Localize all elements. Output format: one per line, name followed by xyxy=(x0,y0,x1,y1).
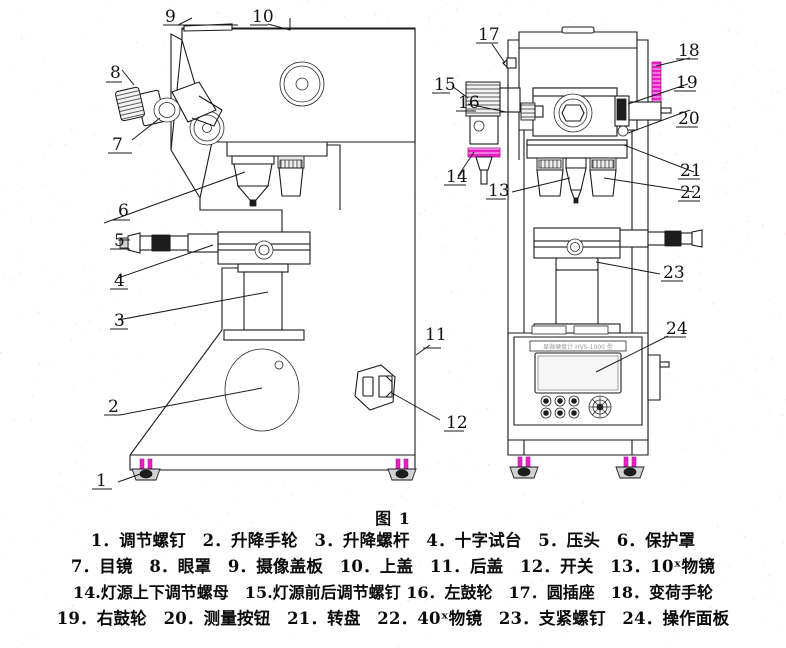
leveling-foot-right-1 xyxy=(509,456,539,479)
elevating-screw-left xyxy=(223,263,305,341)
objective-turret-right xyxy=(526,139,628,204)
svg-text:13: 13 xyxy=(488,181,510,201)
callout-underlines-right xyxy=(432,42,700,338)
figure-illustration: .ln{fill:none;stroke:#1a1a1a;stroke-widt… xyxy=(92,7,703,491)
svg-text:19: 19 xyxy=(676,73,698,93)
legend-line-3: 14.灯源上下调节螺母 15.灯源前后调节螺钉 16．左鼓轮 17．圆插座 18… xyxy=(72,583,714,602)
legend-line-4: 19．右鼓轮 20．测量按钮 21．转盘 22．40ˣ物镜 23．支紧螺钉 24… xyxy=(56,609,730,628)
svg-text:9: 9 xyxy=(165,7,176,27)
leveling-foot-right-2 xyxy=(615,456,645,479)
callout-underlines-left xyxy=(92,24,464,490)
callout-numbers-left: 9 10 8 7 6 5 4 3 2 11 12 1 xyxy=(96,7,468,491)
leader-lines-left xyxy=(103,17,441,483)
cross-stage-right xyxy=(533,227,703,271)
svg-text:22: 22 xyxy=(680,183,702,203)
elevating-handwheel-left xyxy=(224,348,300,432)
figure-legend: 1．调节螺钉 2．升降手轮 3．升降螺杆 4．十字试台 5．压头 6．保护罩 7… xyxy=(0,528,786,632)
panel-brand-text: 显微硬度计 HVS-1000 型 xyxy=(543,343,613,351)
svg-text:5: 5 xyxy=(114,231,125,251)
left-drum xyxy=(520,102,544,121)
svg-text:20: 20 xyxy=(678,109,700,129)
svg-text:11: 11 xyxy=(425,325,447,345)
legend-line-2: 7．目镜 8．眼罩 9．摄像盖板 10．上盖 11．后盖 12．开关 13．10… xyxy=(70,557,716,576)
svg-text:21: 21 xyxy=(680,161,702,181)
panel-rotary-knob[interactable] xyxy=(588,395,612,419)
svg-text:4: 4 xyxy=(114,271,125,291)
legend-line-1: 1．调节螺钉 2．升降手轮 3．升降螺杆 4．十字试台 5．压头 6．保护罩 xyxy=(90,531,696,550)
right-drum xyxy=(614,95,672,127)
round-socket xyxy=(502,57,517,69)
clamp-screw[interactable] xyxy=(555,257,599,271)
figure-caption: 图 1 xyxy=(375,509,411,528)
objective-turret-left xyxy=(226,141,341,210)
svg-text:7: 7 xyxy=(112,135,123,155)
svg-text:15: 15 xyxy=(434,75,456,95)
svg-text:17: 17 xyxy=(478,25,500,45)
machine-drawing: .ln{fill:none;stroke:#1a1a1a;stroke-widt… xyxy=(92,7,703,491)
leader-lines-right xyxy=(451,43,695,373)
svg-text:10: 10 xyxy=(252,7,274,27)
measure-button[interactable] xyxy=(617,125,629,137)
svg-text:6: 6 xyxy=(118,201,129,221)
measuring-head xyxy=(532,87,618,137)
panel-brand-strip xyxy=(529,340,627,352)
right-machine-view: 显微硬度计 HVS-1000 型 xyxy=(432,25,703,479)
panel-keypad[interactable] xyxy=(540,395,580,419)
operation-panel: 显微硬度计 HVS-1000 型 xyxy=(507,325,670,441)
lamp-house xyxy=(465,81,521,185)
load-change-handwheel xyxy=(651,61,662,109)
svg-text:8: 8 xyxy=(110,63,121,83)
svg-text:16: 16 xyxy=(458,93,480,113)
svg-text:3: 3 xyxy=(114,311,125,331)
power-switch-left xyxy=(354,364,396,411)
leveling-foot-left-2 xyxy=(387,458,417,481)
svg-text:18: 18 xyxy=(678,41,700,61)
elevating-screw-right xyxy=(555,269,599,325)
svg-text:12: 12 xyxy=(446,413,468,433)
svg-text:23: 23 xyxy=(663,263,685,283)
eyepiece-assembly xyxy=(115,81,223,127)
cross-stage-left xyxy=(119,231,311,265)
svg-text:24: 24 xyxy=(666,319,688,339)
svg-text:1: 1 xyxy=(96,471,107,491)
lamp-vertical-adjust-nut[interactable] xyxy=(467,147,501,158)
callout-numbers-right: 17 18 19 20 21 13 22 23 24 15 14 16 xyxy=(434,25,702,339)
svg-text:2: 2 xyxy=(108,397,119,417)
svg-text:14: 14 xyxy=(446,167,468,187)
left-machine-view: 9 10 8 7 6 5 4 3 2 11 12 1 xyxy=(92,7,468,491)
